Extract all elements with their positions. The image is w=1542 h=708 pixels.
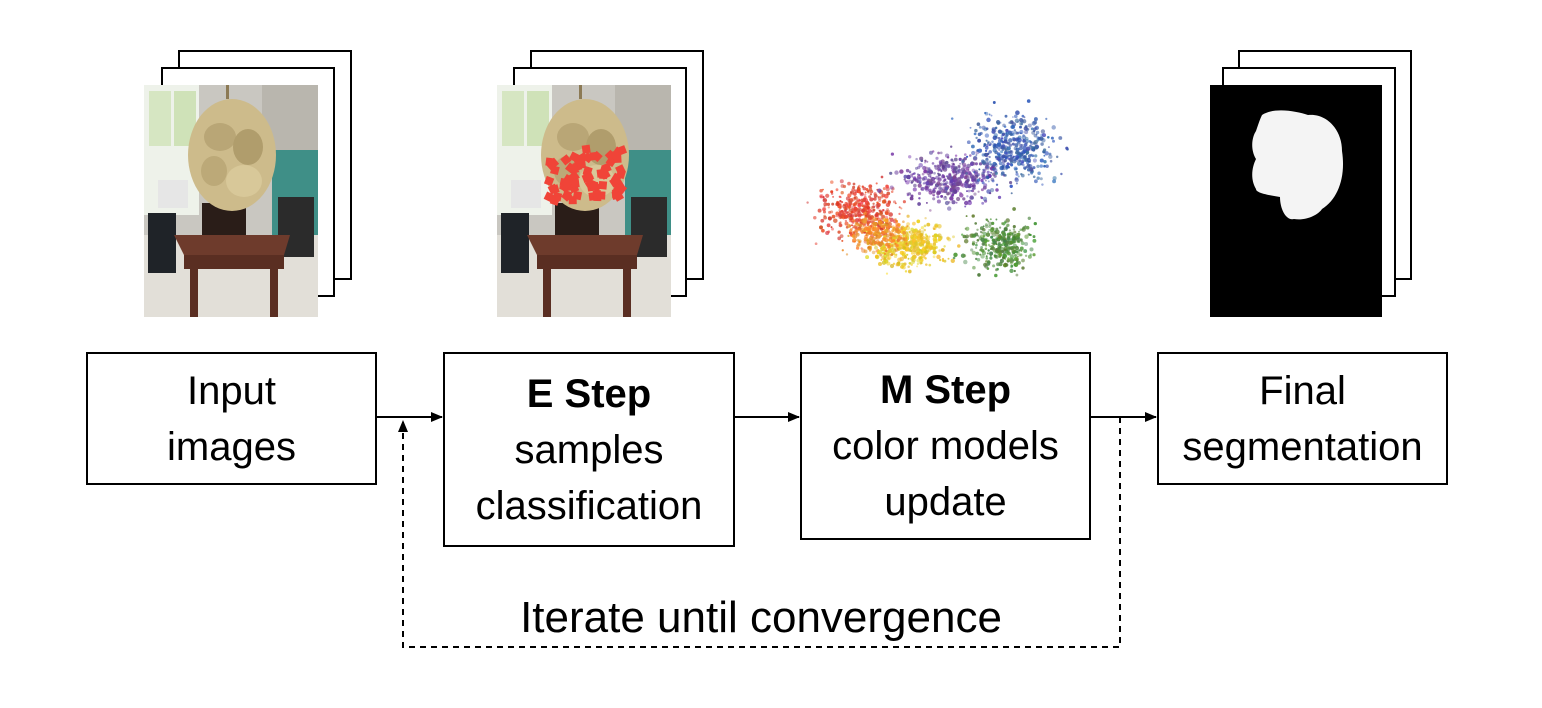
e-step-line2: classification — [475, 483, 703, 528]
input-label-line2: images — [167, 424, 296, 469]
m-step-line2: update — [884, 480, 1007, 524]
sample-markers — [543, 144, 628, 206]
input-label-line1: Input — [187, 368, 276, 413]
final-label-line2: segmentation — [1182, 424, 1423, 469]
final-label-line1: Final — [1259, 368, 1346, 413]
m-step-line1: color models — [832, 424, 1059, 468]
e-step-title: E Step — [526, 371, 652, 416]
m-step-box: M Step color models update — [800, 352, 1091, 540]
input-photo — [144, 85, 318, 317]
e-step-line1: samples — [514, 427, 664, 472]
segmentation-mask — [1210, 85, 1382, 317]
e-step-box: E Step samples classification — [443, 352, 735, 547]
m-step-title: M Step — [879, 368, 1012, 412]
e-step-photo — [497, 85, 671, 317]
input-images-box: Input images — [86, 352, 377, 485]
color-point-cloud-icon — [806, 99, 1069, 278]
final-segmentation-box: Final segmentation — [1157, 352, 1448, 485]
feedback-loop-arrow — [398, 417, 1121, 648]
loop-label: Iterate until convergence — [520, 593, 1002, 642]
